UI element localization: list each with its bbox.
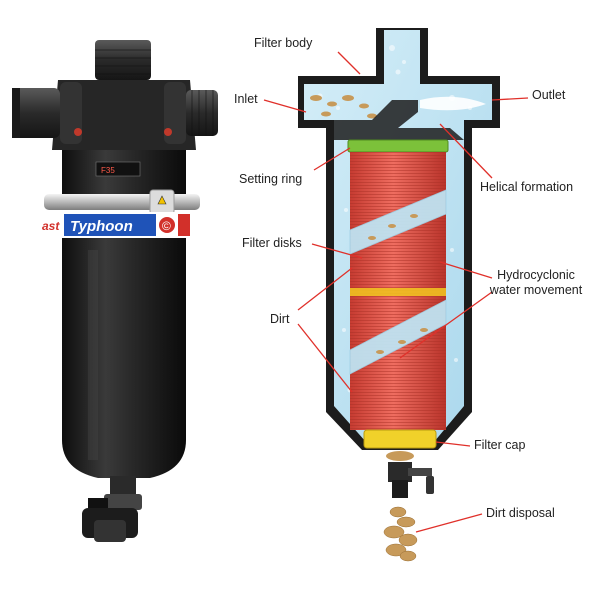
filter-product-photo: F35 ast Typhoon © <box>12 40 218 542</box>
leader-setting-ring <box>313 147 351 171</box>
leader-dirt-2 <box>297 323 353 393</box>
drain-stem-photo <box>110 476 136 496</box>
leader-lines <box>263 51 529 533</box>
label-inlet: Inlet <box>234 92 258 106</box>
dirt-disposal-pile <box>383 506 418 562</box>
model-plate-text: F35 <box>101 166 115 175</box>
filter-body-photo <box>62 238 186 478</box>
leader-filter-cap <box>435 441 471 447</box>
filter-mid-band <box>350 288 446 296</box>
outlet-port-photo <box>186 90 218 136</box>
model-plate <box>95 161 141 177</box>
label-dirt: Dirt <box>270 312 290 326</box>
clamp-ring <box>44 194 200 210</box>
brand-name: Typhoon <box>70 218 133 235</box>
label-filter-cap: Filter cap <box>474 438 526 452</box>
drain-valve <box>388 462 412 482</box>
label-setting-ring: Setting ring <box>239 172 303 186</box>
leader-dirt-1 <box>297 267 353 311</box>
leader-dirt-disposal <box>415 513 483 533</box>
label-hydrocyclonic-line1: Hydrocyclonic <box>497 268 575 282</box>
setting-ring <box>347 139 449 153</box>
filter-head <box>52 80 196 150</box>
label-hydrocyclonic: Hydrocyclonic water movement <box>482 268 590 298</box>
leader-filter-body <box>337 51 361 75</box>
helical-formation-plate <box>332 100 464 140</box>
outlet-flow <box>420 96 486 111</box>
leader-hydro-1 <box>439 261 493 279</box>
leader-outlet <box>491 97 529 101</box>
leader-filter-disks <box>311 243 363 259</box>
label-dirt-disposal: Dirt disposal <box>486 506 555 520</box>
brand-prefix: ast <box>42 219 60 233</box>
label-filter-body: Filter body <box>254 36 313 50</box>
leader-hydro-2 <box>399 291 493 359</box>
collar-symbol: © <box>162 219 171 233</box>
label-helical-formation: Helical formation <box>480 180 574 194</box>
inlet-dirt <box>310 95 377 119</box>
label-filter-disks: Filter disks <box>242 236 302 250</box>
leader-helical <box>439 123 493 179</box>
leader-inlet <box>263 99 307 113</box>
label-hydrocyclonic-line2: water movement <box>489 283 583 297</box>
label-outlet: Outlet <box>532 88 566 102</box>
filter-cutaway <box>298 28 500 562</box>
filter-cap <box>363 429 437 449</box>
inlet-port-photo <box>12 88 60 138</box>
